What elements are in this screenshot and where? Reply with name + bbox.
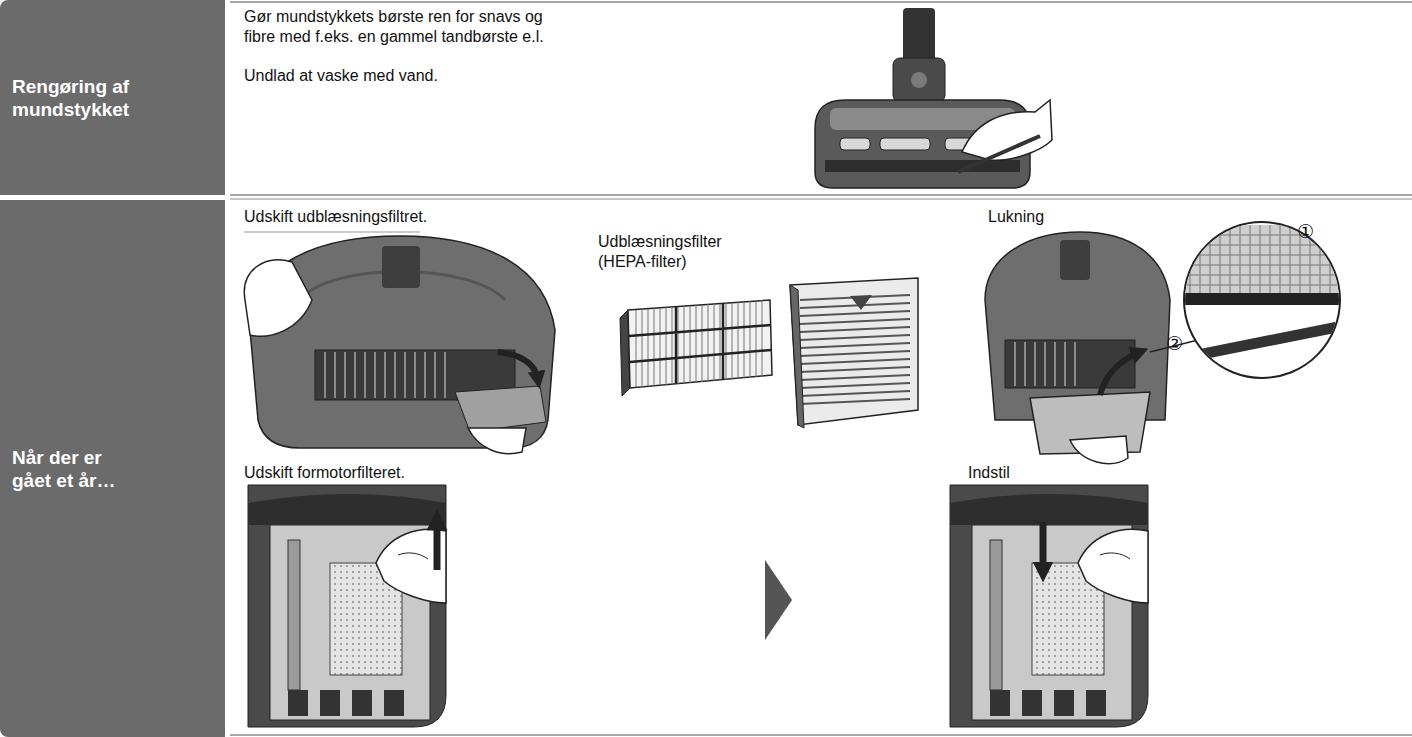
zoom-filter	[1180, 225, 1350, 293]
rule-line	[230, 1, 1412, 3]
hand	[244, 260, 312, 336]
hand	[1070, 436, 1128, 464]
rule-line	[230, 734, 1412, 736]
filter-frame-bars	[629, 303, 771, 384]
nozzle-opening	[840, 138, 870, 150]
header-text: Rengøring af mundstykket	[12, 75, 142, 121]
step-triangle	[765, 560, 792, 640]
vacuum-back-drawing	[244, 236, 555, 454]
nozzle-opening	[880, 138, 930, 150]
grille-slats	[325, 352, 445, 398]
instruction-text: Lukning	[988, 207, 1088, 227]
nozzle-joint	[893, 58, 945, 102]
instruction-text: Indstil	[968, 463, 1068, 483]
motor-bay-view	[248, 485, 446, 727]
closing-drawing	[985, 222, 1350, 464]
toothbrush	[958, 136, 1040, 172]
nozzle-drawing	[815, 8, 1052, 188]
instruction-text: Undlad at vaske med vand.	[244, 66, 544, 86]
nozzle-pivot	[911, 72, 927, 88]
instruction-text: Udblæsningsfilter (HEPA-filter)	[598, 232, 748, 272]
section-header: Rengøring af mundstykket	[0, 0, 225, 195]
nozzle-neck	[903, 8, 935, 66]
rule-line	[230, 194, 1412, 196]
filter-flap	[455, 386, 546, 432]
hepa-filter	[628, 300, 772, 388]
rule-line	[230, 199, 1412, 200]
instruction-text: Udskift udblæsningsfiltret.	[244, 207, 504, 227]
filter-pleats	[636, 300, 762, 387]
frame-slats	[800, 295, 910, 404]
rule-line	[244, 232, 420, 233]
zoom-detail	[1180, 225, 1350, 360]
hepa-filter-drawing	[620, 278, 918, 428]
instruction-text: Gør mundstykkets børste ren for snavs og…	[244, 7, 549, 47]
motor-bay-view	[950, 485, 1148, 727]
zoom-mesh	[1180, 225, 1350, 293]
body-handle	[382, 246, 420, 288]
hand	[468, 428, 526, 454]
callout-number: ①	[1297, 221, 1323, 241]
instruction-text: Udskift formotorfilteret.	[244, 463, 504, 483]
filter-grid-frame	[790, 278, 918, 425]
nozzle-brush	[825, 160, 1020, 172]
close-arrow	[1100, 352, 1140, 395]
section-header: Når der er gået et år…	[0, 200, 225, 737]
body-handle	[1060, 240, 1090, 280]
zoom-rail	[1180, 293, 1350, 305]
frame-edge	[790, 285, 804, 428]
open-arrow	[498, 352, 538, 380]
insert-arrow	[1040, 522, 1047, 572]
lift-arrow	[434, 520, 441, 570]
frame-tab	[850, 295, 872, 310]
zoom-lip	[1195, 322, 1340, 360]
header-text: Når der er gået et år…	[12, 446, 142, 492]
callout-number: ②	[1166, 333, 1192, 353]
grille-slats	[1015, 342, 1075, 386]
